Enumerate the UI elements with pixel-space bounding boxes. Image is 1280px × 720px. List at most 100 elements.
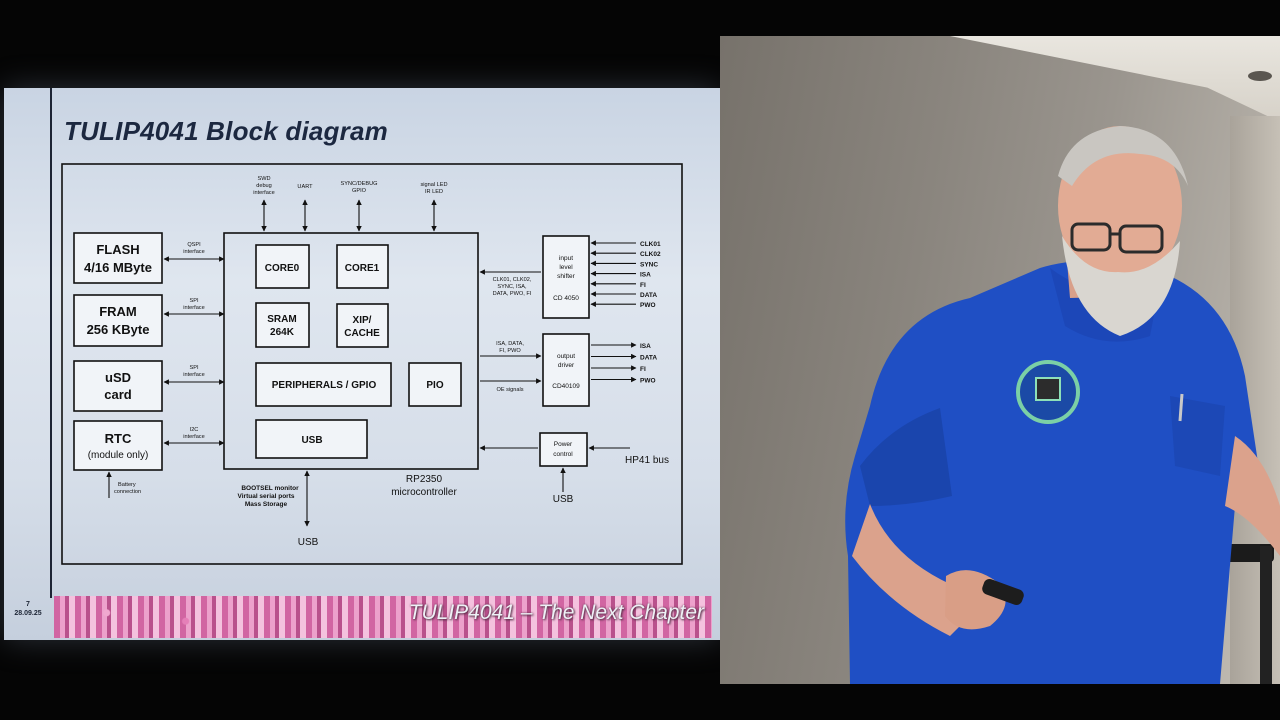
svg-text:DATA, PWO, FI: DATA, PWO, FI [493, 291, 532, 297]
usb-bottom-link: BOOTSEL monitor Virtual serial ports Mas… [238, 470, 319, 548]
svg-text:SYNC/DEBUG: SYNC/DEBUG [341, 181, 378, 187]
svg-text:interface: interface [253, 190, 274, 196]
svg-text:Mass Storage: Mass Storage [245, 501, 288, 508]
hair [1058, 126, 1188, 186]
svg-text:shifter: shifter [557, 273, 576, 280]
usd-block: uSD card [73, 360, 163, 412]
svg-text:CD 4050: CD 4050 [553, 295, 579, 302]
fram-size: 256 KByte [87, 322, 150, 337]
speaker-figure [845, 71, 1280, 684]
svg-text:SWD: SWD [257, 176, 270, 182]
svg-text:USB: USB [301, 435, 322, 446]
slide-page-number: 7 [26, 601, 30, 608]
signal-label: ISA [640, 343, 651, 350]
svg-text:debug: debug [256, 183, 272, 189]
input-shifter-block: input level shifter CD 4050 [542, 235, 590, 319]
sram-block [255, 302, 310, 348]
signal-label: DATA [640, 292, 657, 299]
peripherals-block [255, 362, 392, 407]
rtc-block: RTC (module only) [73, 420, 163, 471]
svg-text:level: level [559, 264, 573, 271]
usb-power-label: USB [553, 494, 574, 505]
swd-link: SWD debug interface [253, 176, 275, 232]
usb-internal-block [255, 419, 368, 459]
slide-page-info: 7 28.09.25 [8, 600, 48, 618]
flash-size: 4/16 MByte [84, 260, 152, 275]
bus-out-link: ISA, DATA, FI, PWO OE signals [480, 341, 542, 393]
svg-text:interface: interface [183, 372, 204, 378]
svg-text:signal LED: signal LED [420, 182, 447, 188]
signal-label: SYNC [640, 261, 658, 268]
slide-title: TULIP4041 Block diagram [64, 116, 388, 146]
svg-text:input: input [559, 255, 573, 262]
battery-label: Battery connection [106, 471, 141, 498]
signal-label: FI [640, 282, 646, 289]
svg-text:SYNC, ISA,: SYNC, ISA, [497, 284, 527, 290]
svg-text:CD40109: CD40109 [552, 383, 580, 390]
xip-cache-block [336, 303, 389, 348]
speaker-camera-view [720, 36, 1280, 684]
bus-in-link: CLK01, CLK02, SYNC, ISA, DATA, PWO, FI [479, 269, 541, 297]
svg-text:interface: interface [183, 434, 204, 440]
rp2350-label: RP2350 microcontroller [391, 474, 457, 498]
tulip-banner-image [54, 596, 712, 638]
sync-debug-link: SYNC/DEBUG GPIO [341, 181, 378, 232]
rtc-label: RTC [105, 431, 132, 446]
svg-text:PERIPHERALS / GPIO: PERIPHERALS / GPIO [272, 380, 377, 391]
spi-link-usd: SPI interface [163, 365, 225, 385]
beard [1062, 236, 1180, 336]
flash-block: FLASH 4/16 MByte [73, 232, 163, 284]
svg-text:CACHE: CACHE [344, 328, 380, 339]
glasses-right [1118, 224, 1164, 254]
rp2350-block: CORE0 CORE1 SRAM 264K XIP/ CACHE PERIPHE… [223, 232, 479, 470]
arm [852, 504, 970, 636]
uart-link: UART [297, 184, 313, 232]
slide-footer: TULIP4041 – The Next Chapter [408, 601, 704, 624]
svg-text:SRAM: SRAM [267, 314, 296, 325]
power-control-block: Power control HP41 bus USB [479, 432, 669, 505]
svg-text:FI, PWO: FI, PWO [499, 348, 521, 354]
core1-block [336, 244, 389, 289]
slide-date: 28.09.25 [14, 610, 42, 617]
presentation-slide: TULIP4041 Block diagram FLASH 4/16 MByte… [4, 88, 720, 640]
svg-text:264K: 264K [270, 327, 295, 338]
svg-text:IR LED: IR LED [425, 189, 443, 195]
svg-text:RP2350: RP2350 [406, 474, 443, 485]
signal-label: ISA [640, 272, 651, 279]
lectern-post [1260, 546, 1272, 684]
signal-label: PWO [640, 302, 656, 309]
svg-text:microcontroller: microcontroller [391, 487, 457, 498]
diagram-frame [61, 163, 683, 565]
svg-text:CLK01, CLK02,: CLK01, CLK02, [493, 277, 532, 283]
usd-sub: card [104, 387, 132, 402]
ceiling-light [1248, 71, 1272, 81]
svg-text:CORE1: CORE1 [345, 263, 380, 274]
qspi-link: QSPI interface [163, 242, 225, 262]
shirt-pocket [1170, 396, 1225, 476]
right-arm [1225, 436, 1280, 556]
svg-text:interface: interface [183, 249, 204, 255]
shirt-sleeve [860, 408, 952, 506]
signal-label: CLK02 [640, 251, 661, 258]
slide-divider-line [50, 88, 52, 598]
svg-text:CORE0: CORE0 [265, 263, 300, 274]
pio-block [408, 362, 462, 407]
svg-text:OE signals: OE signals [496, 387, 523, 393]
spi-link-fram: SPI interface [163, 298, 225, 317]
svg-text:I2C: I2C [190, 427, 199, 433]
svg-text:SPI: SPI [189, 365, 198, 371]
signal-label: FI [640, 366, 646, 373]
svg-text:BOOTSEL monitor: BOOTSEL monitor [241, 485, 299, 492]
svg-text:UART: UART [297, 184, 313, 190]
svg-text:connection: connection [114, 489, 141, 495]
svg-text:SPI: SPI [189, 298, 198, 304]
rtc-sub: (module only) [88, 450, 149, 461]
signal-label: PWO [640, 378, 656, 385]
svg-text:Battery: Battery [118, 482, 136, 488]
signal-led-link: signal LED IR LED [420, 182, 448, 232]
presenter-remote [982, 578, 1024, 606]
svg-text:driver: driver [558, 362, 575, 369]
svg-text:PIO: PIO [426, 380, 443, 391]
